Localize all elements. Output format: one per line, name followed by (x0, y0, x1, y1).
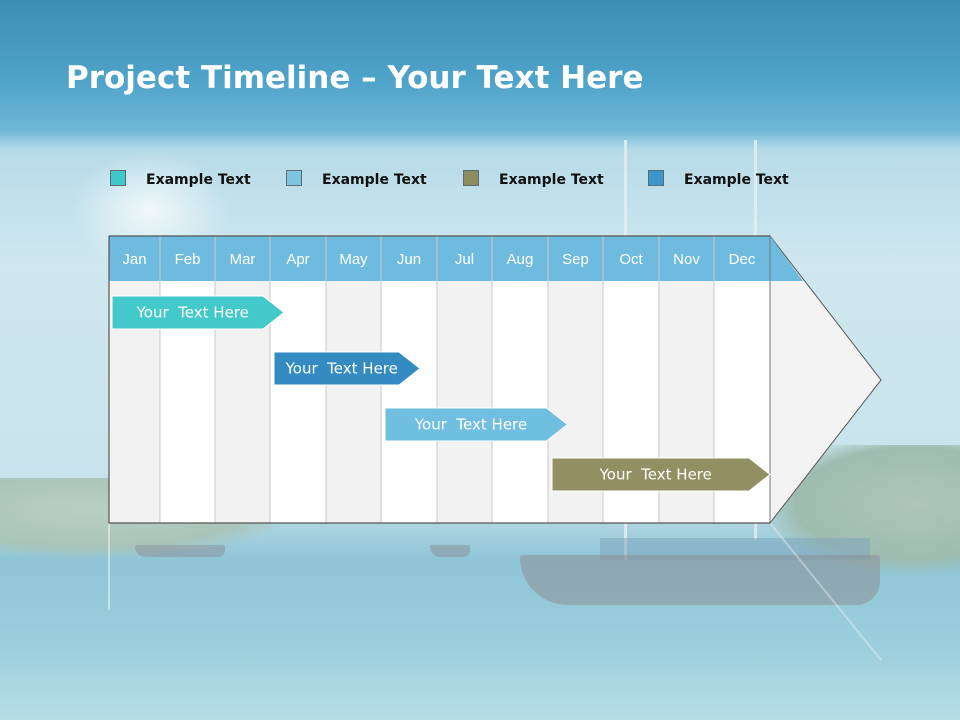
task-bar-label: Your Text Here (599, 466, 712, 484)
month-column (437, 281, 492, 523)
month-header-cell (215, 236, 270, 281)
month-header-cell (437, 236, 492, 281)
task-bar (551, 457, 771, 492)
legend-label: Example Text (499, 172, 604, 188)
reflection-line (769, 522, 882, 661)
month-column (326, 281, 381, 523)
month-column (381, 281, 437, 523)
task-bar (111, 295, 285, 330)
legend-label: Example Text (146, 172, 251, 188)
title-main: Project Timeline (66, 60, 351, 96)
background-boat-cabin (600, 538, 870, 560)
arrow-head-header (770, 236, 803, 281)
month-label: Oct (619, 251, 643, 268)
month-label: Feb (175, 251, 201, 268)
legend-label: Example Text (684, 172, 789, 188)
month-label: Jan (122, 251, 146, 268)
month-column (270, 281, 326, 523)
background-small-boat (135, 545, 225, 557)
month-label: Dec (729, 251, 756, 268)
title-subtitle: – Your Text Here (350, 60, 644, 96)
month-header-cell (160, 236, 215, 281)
legend-swatch (463, 170, 479, 186)
legend-label: Example Text (322, 172, 427, 188)
month-header-cell (714, 236, 770, 281)
month-header-cell (603, 236, 659, 281)
month-header-cell (326, 236, 381, 281)
month-label: May (339, 251, 368, 268)
month-label: Mar (230, 251, 256, 268)
task-bar-label: Your Text Here (285, 360, 398, 378)
legend-swatch (286, 170, 302, 186)
month-label: Jun (397, 251, 421, 268)
task-bar (273, 351, 421, 386)
month-column (492, 281, 548, 523)
background-boat-hull (520, 555, 880, 605)
slide-title: Project Timeline – Your Text Here (66, 60, 643, 96)
task-bar (384, 407, 569, 442)
month-header-cell (270, 236, 326, 281)
month-header-cell (659, 236, 714, 281)
task-bar-label: Your Text Here (414, 416, 527, 434)
task-bar-label: Your Text Here (136, 304, 249, 322)
legend-swatch (110, 170, 126, 186)
month-label: Sep (562, 251, 589, 268)
background-small-boat (430, 545, 470, 557)
month-header-cell (492, 236, 548, 281)
month-header-cell (381, 236, 437, 281)
month-label: Apr (286, 251, 309, 268)
month-label: Jul (455, 251, 474, 268)
month-header-cell (548, 236, 603, 281)
month-label: Nov (673, 251, 700, 268)
month-header-cell (109, 236, 160, 281)
legend-swatch (648, 170, 664, 186)
month-label: Aug (507, 251, 534, 268)
timeline-frame (108, 235, 770, 524)
